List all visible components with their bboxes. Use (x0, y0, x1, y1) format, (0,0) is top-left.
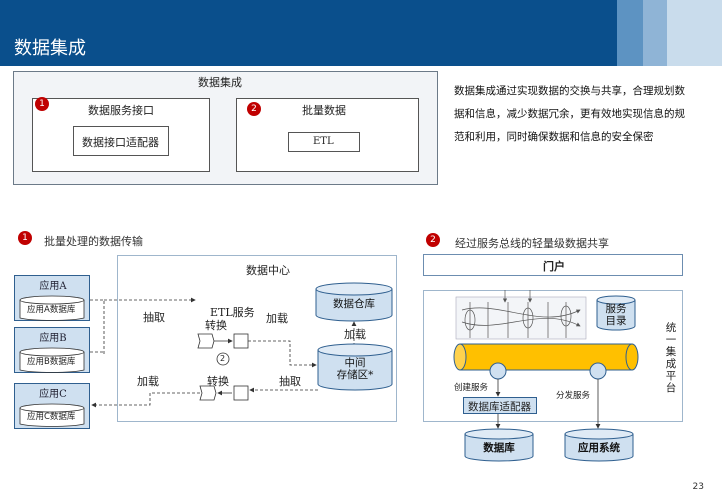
service-directory-line1: 服务 (605, 303, 627, 315)
step-2-badge: 2 (220, 354, 226, 363)
app-a-db-cylinder (19, 295, 85, 321)
app-a-db-label: 应用A数据库 (27, 305, 76, 315)
service-directory-line2: 目录 (605, 315, 627, 327)
service-mesh-area (455, 296, 587, 340)
batch-data-title: 批量数据 (302, 104, 346, 117)
staging-label-line1: 中间 (344, 357, 366, 369)
platform-label: 统一集成平台 (665, 322, 677, 394)
extract-label-top: 抽取 (143, 311, 165, 324)
page-number: 23 (692, 482, 704, 492)
database-cylinder (464, 428, 534, 462)
header-stripe-2 (643, 0, 667, 66)
etl-transform-bottom (199, 385, 249, 401)
app-system-cylinder (564, 428, 634, 462)
app-b-db-cylinder (19, 347, 85, 373)
app-c-db-label: 应用C数据库 (27, 412, 76, 422)
database-label: 数据库 (483, 442, 515, 454)
etl-box (288, 132, 360, 152)
badge-2-top: 2 (247, 102, 261, 116)
db-adapter-label: 数据库适配器 (468, 401, 531, 413)
app-system-label: 应用系统 (578, 442, 620, 454)
etl-transform-top (197, 333, 249, 366)
page-title: 数据集成 (14, 38, 86, 59)
etl-service-label: ETL服务 (210, 306, 255, 319)
load-label-bottom: 加载 (137, 375, 159, 388)
portal-box (423, 254, 683, 276)
section1-title: 批量处理的数据传输 (44, 235, 143, 248)
warehouse-label: 数据仓库 (333, 298, 375, 310)
service-interface-title: 数据服务接口 (88, 104, 154, 117)
app-b-label: 应用B (39, 333, 67, 344)
app-c-db-cylinder (19, 403, 85, 427)
app-b-db-label: 应用B数据库 (27, 357, 76, 367)
app-a-label: 应用A (39, 281, 67, 292)
extract-flow-top (90, 300, 195, 355)
data-center-label: 数据中心 (246, 264, 290, 277)
description-text: 数据集成通过实现数据的交换与共享，合理规划数据和信息，减少数据冗余，更有效地实现… (454, 85, 685, 143)
load-flow-bottom (91, 392, 200, 408)
service-mesh-lines (461, 290, 581, 338)
app-c-label: 应用C (39, 389, 67, 400)
load-to-staging (248, 340, 317, 368)
service-bus (453, 343, 639, 371)
create-service-node (489, 362, 507, 380)
dispatch-service-label: 分发服务 (556, 391, 591, 401)
load-label-top: 加载 (266, 312, 288, 325)
badge-1-top: 1 (35, 97, 49, 111)
header-bar: 数据集成 (0, 0, 722, 66)
dispatch-service-node (589, 362, 607, 380)
section2-title: 经过服务总线的轻量级数据共享 (455, 237, 609, 250)
adapter-label: 数据接口适配器 (82, 136, 159, 149)
service-directory-cylinder (596, 295, 636, 331)
db-adapter-box (463, 397, 537, 414)
badge-1-section: 1 (18, 231, 32, 245)
load-label-mid: 加载 (344, 328, 366, 341)
create-service-label: 创建服务 (454, 383, 489, 393)
etl-label: ETL (313, 136, 334, 147)
adapter-box (73, 126, 169, 156)
extract-label-bottom: 抽取 (279, 375, 301, 388)
integration-panel-title: 数据集成 (198, 76, 242, 89)
transform-label-bottom: 转换 (207, 375, 229, 388)
transform-label-top: 转换 (205, 319, 227, 332)
portal-label: 门户 (543, 260, 565, 273)
header-stripe-1 (617, 0, 643, 66)
header-stripe-3 (667, 0, 722, 66)
badge-2-section: 2 (426, 233, 440, 247)
warehouse-cylinder (315, 282, 393, 322)
staging-label-line2: 存储区* (336, 369, 374, 381)
staging-cylinder (317, 343, 393, 391)
